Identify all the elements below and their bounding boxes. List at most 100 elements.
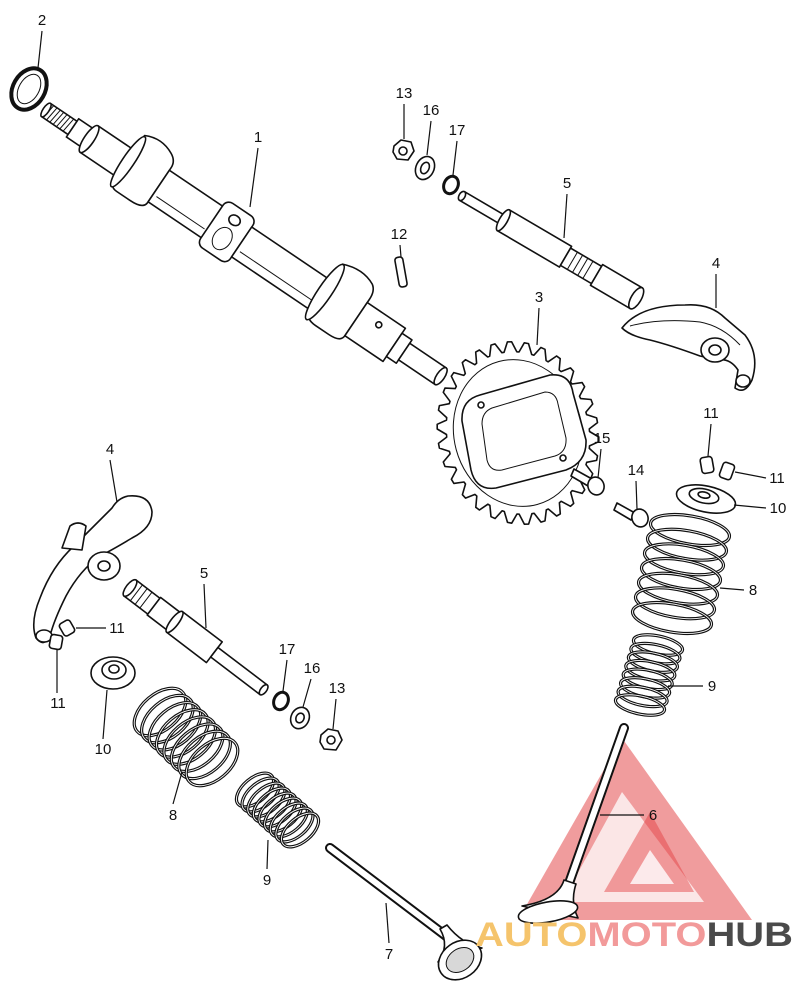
bolt-part-15 [570,468,605,496]
spring-coil [638,572,718,605]
camshaft-part-1 [40,102,448,386]
leader-line [266,839,269,870]
spring-coil [647,528,727,561]
callout-6: 6 [649,807,657,824]
leader-line [102,689,108,740]
shaft-grooves [566,251,594,279]
o-ring [442,174,460,196]
callout-11-left-lower: 11 [50,695,66,712]
camshaft-lobe-2-face [304,263,346,321]
leader-line [385,902,390,944]
nut-hole [326,735,336,745]
callout-5-top: 5 [563,175,571,192]
washer-part-16-top [414,155,436,181]
camshaft-boss-face [211,226,233,251]
cotter-half [718,461,736,481]
camshaft-shade [239,251,314,302]
valve-head [517,900,579,924]
callout-15: 15 [594,430,611,447]
spring-coil [632,602,712,634]
callout-7: 7 [385,946,393,963]
retainer-hole [697,491,711,499]
washer-hole [419,161,431,175]
logo-triangle-cutout [562,792,704,902]
bolt-head [631,508,649,528]
spring-coil [281,812,319,848]
spring-coil [617,685,668,708]
leader-line [249,147,259,208]
cotter-half [48,633,64,651]
callout-labels: 2 1 13 16 17 5 12 4 3 11 15 14 11 10 4 8… [38,12,787,963]
cotter-part-11-left [48,619,76,651]
retainer-part-10-right [675,484,737,514]
spring-coil [185,737,239,787]
shaft-end-face [122,578,138,598]
cotter-half [699,455,715,475]
shaft-tip [457,190,467,202]
outer-spring-part-8-right [630,512,732,636]
rocker-shaft-part-5-left [122,578,269,696]
callout-1: 1 [254,129,262,146]
callout-12: 12 [391,226,408,243]
callout-9-right: 9 [708,678,716,695]
washer-part-16-left [289,706,311,730]
shaft-tip [258,683,269,696]
nut-part-13-top [392,139,415,161]
bolt-head [587,476,605,496]
spring-coil [275,807,314,843]
leader-line [332,698,337,730]
callout-14: 14 [628,462,645,479]
spring-coil [156,709,209,758]
spring-coil [141,694,194,744]
spring-coil [650,514,730,546]
watermark-word-hub: HUB [706,916,793,954]
rocker-arm-part-4-top [621,303,756,391]
valve-stem [327,845,449,939]
callout-4-left: 4 [106,441,114,458]
bolt-shank [613,502,636,521]
rocker-arm-boss-hole [97,560,111,572]
camshaft-thread-end [40,102,52,118]
pin-body [394,256,408,288]
retainer-part-10-left [90,656,136,690]
leader-line [734,471,767,479]
cotter-part-11-right [699,455,736,481]
leader-line [203,583,207,629]
spring-coil [615,694,665,716]
ring-inner [16,73,42,105]
spring-coil [641,558,721,590]
callout-9-left: 9 [263,872,271,889]
valve-part-6 [517,723,629,924]
leader-line [707,423,712,457]
leader-line [426,120,432,156]
sprocket-inner-boss [481,391,567,471]
watermark-word-moto: MOTO [587,916,706,954]
inner-spring-part-9-right [613,633,685,717]
rocker-shaft-part-5-top [457,190,645,310]
callout-8-left: 8 [169,807,177,824]
inner-spring-part-9-left [234,771,321,849]
shaft-thin-end [209,646,269,696]
leader-line [452,140,458,176]
ring-part-17-top [442,174,460,196]
callout-10-left: 10 [95,741,112,758]
shaft-step-face [165,610,184,634]
leader-line [733,504,767,509]
leader-line [563,193,568,239]
o-ring [272,690,290,712]
ring-part-17-left [272,690,290,712]
camshaft-pin-hole [374,321,383,329]
shaft-end-face [627,286,645,310]
spring-coil [133,687,187,737]
leader-line [719,587,745,591]
rocker-arm-body [621,303,756,391]
camshaft-journal-face [78,124,100,154]
valve-part-7 [325,843,483,981]
sprocket-part-3 [436,341,600,525]
leader-line [302,678,312,708]
callout-13-left: 13 [329,680,346,697]
valve-stem [565,725,627,889]
bolt-part-14 [613,502,649,528]
valve-face [445,947,475,973]
leader-lines [37,30,767,944]
